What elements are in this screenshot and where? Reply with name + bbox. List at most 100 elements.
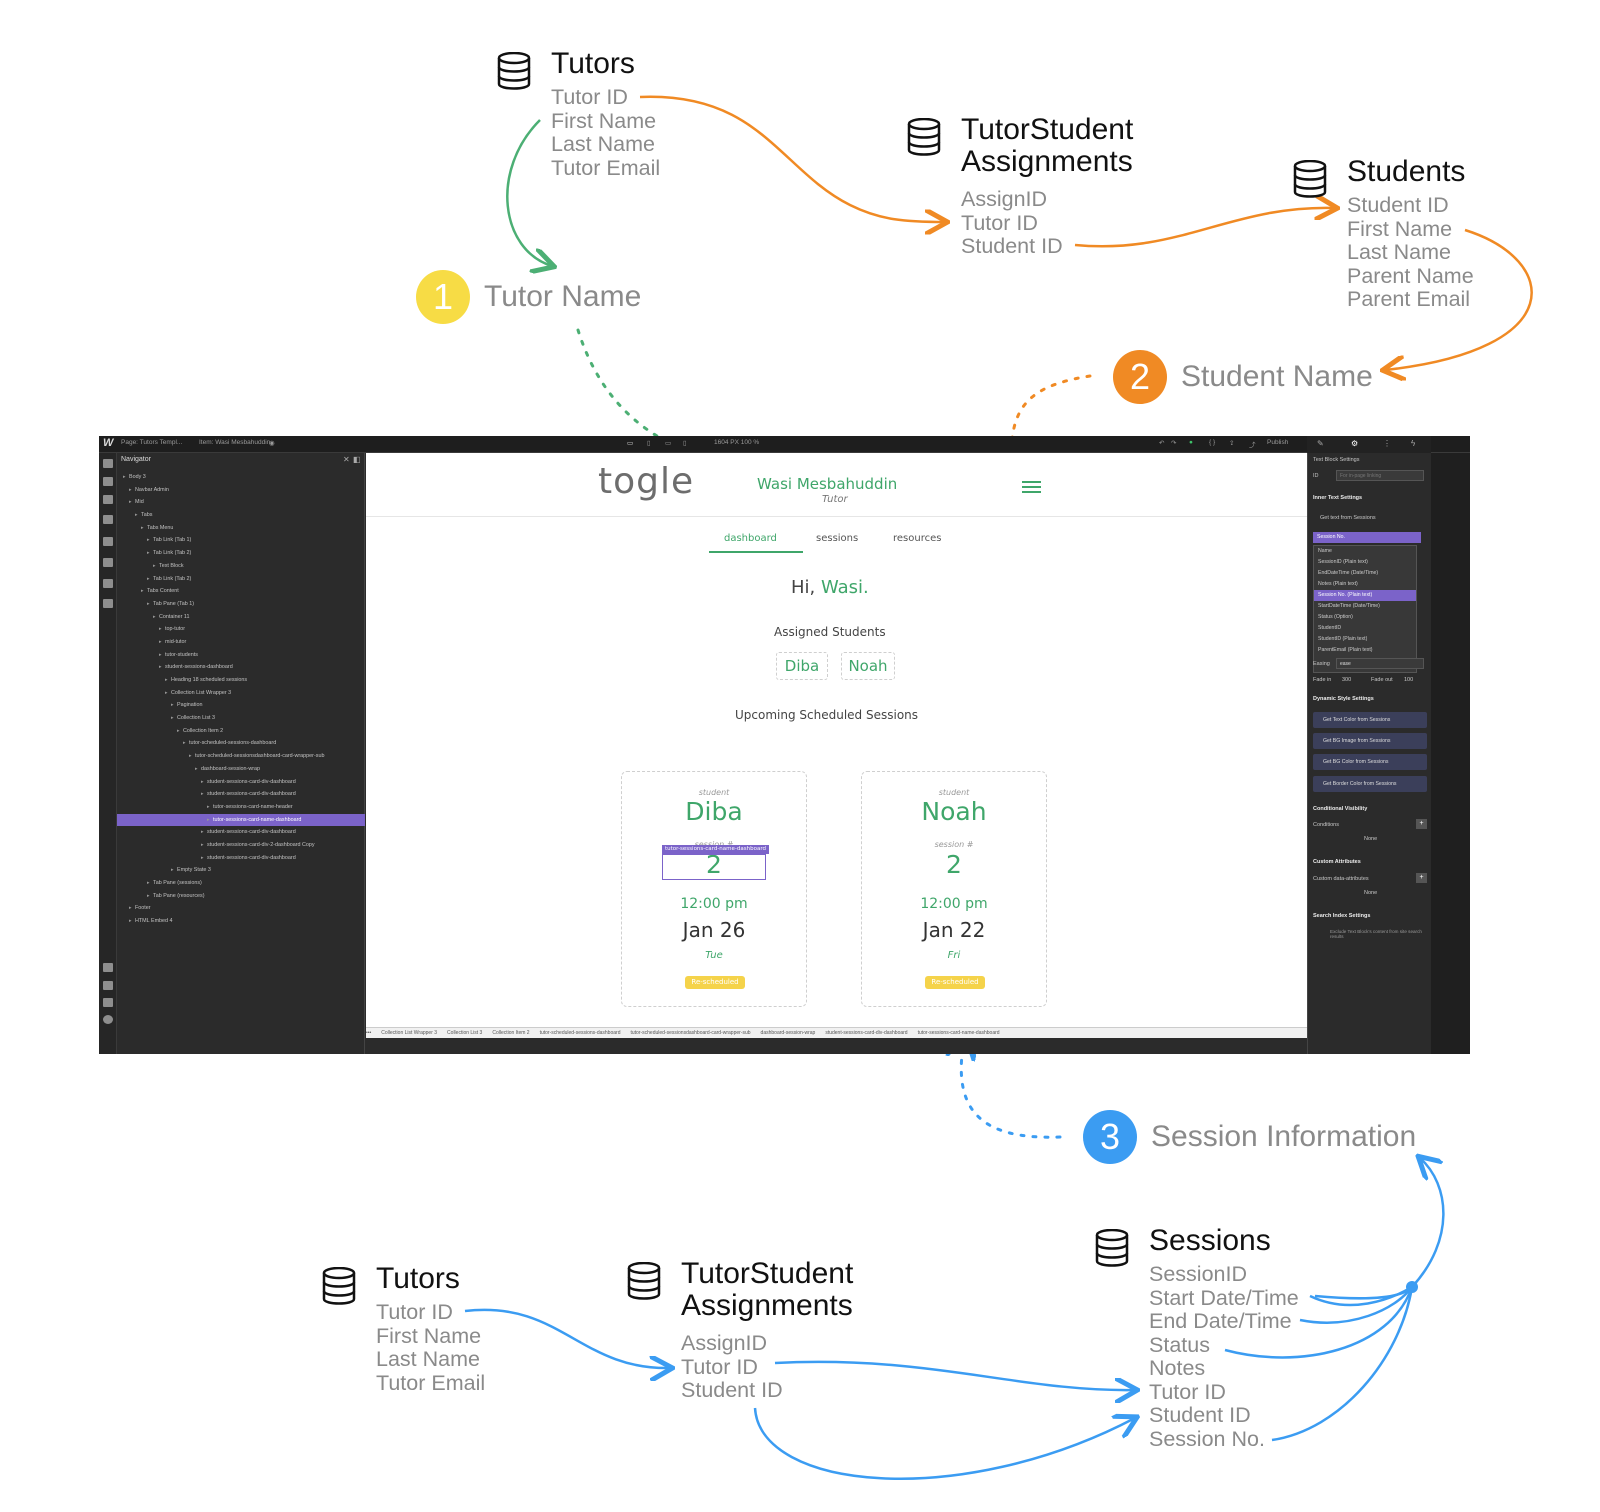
navigator-item[interactable]: ▸Text Block	[117, 560, 365, 573]
field-select[interactable]: Session No.	[1313, 532, 1421, 543]
expand-toggle-icon[interactable]: ▸	[189, 753, 192, 760]
dock-icon[interactable]: ◧	[353, 455, 361, 464]
expand-toggle-icon[interactable]: ▸	[135, 512, 138, 519]
more-icon[interactable]: •••	[366, 1030, 372, 1036]
navigator-item[interactable]: ▸Body 3	[117, 471, 365, 484]
breadcrumb-item[interactable]: tutor-scheduled-sessions-dashboard	[539, 1030, 621, 1036]
publish-button[interactable]: Publish	[1267, 439, 1289, 446]
cms-icon[interactable]	[103, 537, 113, 546]
expand-toggle-icon[interactable]: ▸	[147, 537, 150, 544]
expand-toggle-icon[interactable]: ▸	[159, 638, 162, 645]
expand-toggle-icon[interactable]: ▸	[159, 626, 162, 633]
lightning-icon[interactable]: ϟ	[1411, 439, 1416, 448]
expand-toggle-icon[interactable]: ▸	[129, 486, 132, 493]
expand-toggle-icon[interactable]: ▸	[201, 778, 204, 785]
add-attribute-button[interactable]: +	[1416, 873, 1427, 883]
drops-icon[interactable]: ⋮	[1383, 439, 1391, 448]
undo-icon[interactable]: ↶	[1159, 440, 1165, 447]
search-exclude-toggle[interactable]: Exclude Text Block's content from site s…	[1330, 929, 1422, 939]
expand-toggle-icon[interactable]: ▸	[171, 715, 174, 722]
navigator-item[interactable]: ▸Tabs Content	[117, 585, 365, 598]
custom-attributes[interactable]: Custom Attributes	[1313, 859, 1361, 865]
dynamic-style-settings[interactable]: Dynamic Style Settings	[1313, 696, 1374, 702]
tab-sessions[interactable]: sessions	[816, 533, 859, 544]
navigator-item[interactable]: ▸student-sessions-card-div-dashboard	[117, 826, 365, 839]
expand-toggle-icon[interactable]: ▸	[147, 892, 150, 899]
breadcrumb-item[interactable]: tutor-scheduled-sessionsdashboard-card-w…	[630, 1030, 751, 1036]
mobile-portrait-icon[interactable]: ▯	[683, 440, 687, 447]
code-icon[interactable]: { }	[1209, 439, 1216, 446]
users-icon[interactable]	[103, 998, 113, 1007]
expand-toggle-icon[interactable]: ▸	[165, 689, 168, 696]
navigator-item[interactable]: ▸Collection List 3	[117, 712, 365, 725]
navigator-item[interactable]: ▸tutor-sessions-card-name-dashboard	[117, 813, 365, 827]
expand-toggle-icon[interactable]: ▸	[141, 588, 144, 595]
navigator-item[interactable]: ▸top-tutor	[117, 623, 365, 636]
breadcrumb-item[interactable]: Collection List 3	[447, 1030, 483, 1036]
expand-toggle-icon[interactable]: ▸	[123, 474, 126, 480]
breadcrumb-item[interactable]: student-sessions-card-div-dashboard	[825, 1030, 908, 1036]
redo-icon[interactable]: ↷	[1171, 440, 1177, 447]
navigator-icon[interactable]	[103, 495, 113, 504]
navigator-item[interactable]: ▸Empty State 3	[117, 864, 365, 877]
hamburger-menu-icon[interactable]	[1022, 481, 1041, 493]
tutor-name[interactable]: Wasi Mesbahuddin	[757, 475, 898, 493]
expand-toggle-icon[interactable]: ▸	[147, 600, 150, 607]
expand-toggle-icon[interactable]: ▸	[153, 613, 156, 620]
navigator-item[interactable]: ▸Tabs	[117, 509, 365, 522]
navigator-item[interactable]: ▸Tab Pane (sessions)	[117, 877, 365, 890]
expand-toggle-icon[interactable]: ▸	[165, 677, 168, 683]
brush-icon[interactable]: ✎	[1317, 439, 1324, 448]
fade-in-value[interactable]: 300	[1342, 677, 1352, 683]
expand-toggle-icon[interactable]: ▸	[159, 651, 162, 658]
add-condition-button[interactable]: +	[1416, 819, 1427, 829]
site-logo[interactable]: togle	[598, 461, 695, 502]
field-option[interactable]: Status (Option)	[1318, 614, 1353, 620]
get-bg-image-button[interactable]: Get BG Image from Sessions	[1313, 733, 1427, 749]
expand-toggle-icon[interactable]: ▸	[183, 740, 186, 747]
ecommerce-icon[interactable]	[103, 558, 113, 567]
breadcrumb-item[interactable]: dashboard-session-wrap	[760, 1030, 816, 1036]
breadcrumb-item[interactable]: Collection List Wrapper 3	[381, 1030, 438, 1036]
close-icon[interactable]: ✕	[343, 455, 350, 464]
expand-toggle-icon[interactable]: ▸	[147, 880, 150, 886]
expand-toggle-icon[interactable]: ▸	[129, 499, 132, 506]
navigator-item[interactable]: ▸HTML Embed 4	[117, 915, 365, 928]
navigator-item[interactable]: ▸student-sessions-card-div-dashboard	[117, 776, 365, 789]
symbols-icon[interactable]	[103, 477, 113, 486]
navigator-item[interactable]: ▸tutor-scheduled-sessionsdashboard-card-…	[117, 750, 365, 763]
get-border-color-button[interactable]: Get Border Color from Sessions	[1313, 776, 1427, 792]
expand-toggle-icon[interactable]: ▸	[147, 575, 150, 582]
navigator-item[interactable]: ▸Pagination	[117, 699, 365, 712]
navigator-item[interactable]: ▸tutor-sessions-card-name-header	[117, 801, 365, 814]
student-chip[interactable]: Noah	[841, 652, 895, 680]
breadcrumb-item[interactable]: Collection Item 2	[492, 1030, 530, 1036]
expand-toggle-icon[interactable]: ▸	[129, 905, 132, 912]
expand-toggle-icon[interactable]: ▸	[159, 664, 162, 671]
pages-icon[interactable]	[103, 515, 113, 524]
get-text-from[interactable]: Get text from Sessions	[1320, 515, 1376, 521]
navigator-item[interactable]: ▸mid-tutor	[117, 636, 365, 649]
navigator-item[interactable]: ▸dashboard-session-wrap	[117, 763, 365, 776]
expand-toggle-icon[interactable]: ▸	[171, 702, 174, 709]
field-option[interactable]: Name	[1318, 548, 1332, 554]
expand-toggle-icon[interactable]: ▸	[195, 765, 198, 772]
tab-dashboard[interactable]: dashboard	[724, 533, 777, 544]
navigator-item[interactable]: ▸Tab Link (Tab 2)	[117, 573, 365, 586]
navigator-item[interactable]: ▸Collection List Wrapper 3	[117, 687, 365, 700]
tablet-breakpoint-icon[interactable]: ▯	[647, 440, 651, 447]
navigator-item[interactable]: ▸Tab Link (Tab 2)	[117, 547, 365, 560]
breadcrumb-item[interactable]: tutor-sessions-card-name-dashboard	[917, 1030, 1000, 1036]
expand-toggle-icon[interactable]: ▸	[207, 803, 210, 810]
get-text-color-button[interactable]: Get Text Color from Sessions	[1313, 712, 1427, 728]
desktop-breakpoint-icon[interactable]: ▭	[627, 440, 634, 447]
navigator-item[interactable]: ▸Tab Pane (Tab 1)	[117, 598, 365, 611]
eye-icon[interactable]: ◉	[269, 440, 275, 447]
gear-icon[interactable]: ⚙	[1351, 439, 1359, 448]
id-input[interactable]	[1336, 470, 1424, 481]
conditional-visibility[interactable]: Conditional Visibility	[1313, 806, 1368, 812]
field-option[interactable]: EndDateTime (Date/Time)	[1318, 570, 1379, 576]
expand-toggle-icon[interactable]: ▸	[141, 524, 144, 531]
expand-toggle-icon[interactable]: ▸	[129, 918, 132, 925]
tab-resources[interactable]: resources	[893, 533, 942, 544]
